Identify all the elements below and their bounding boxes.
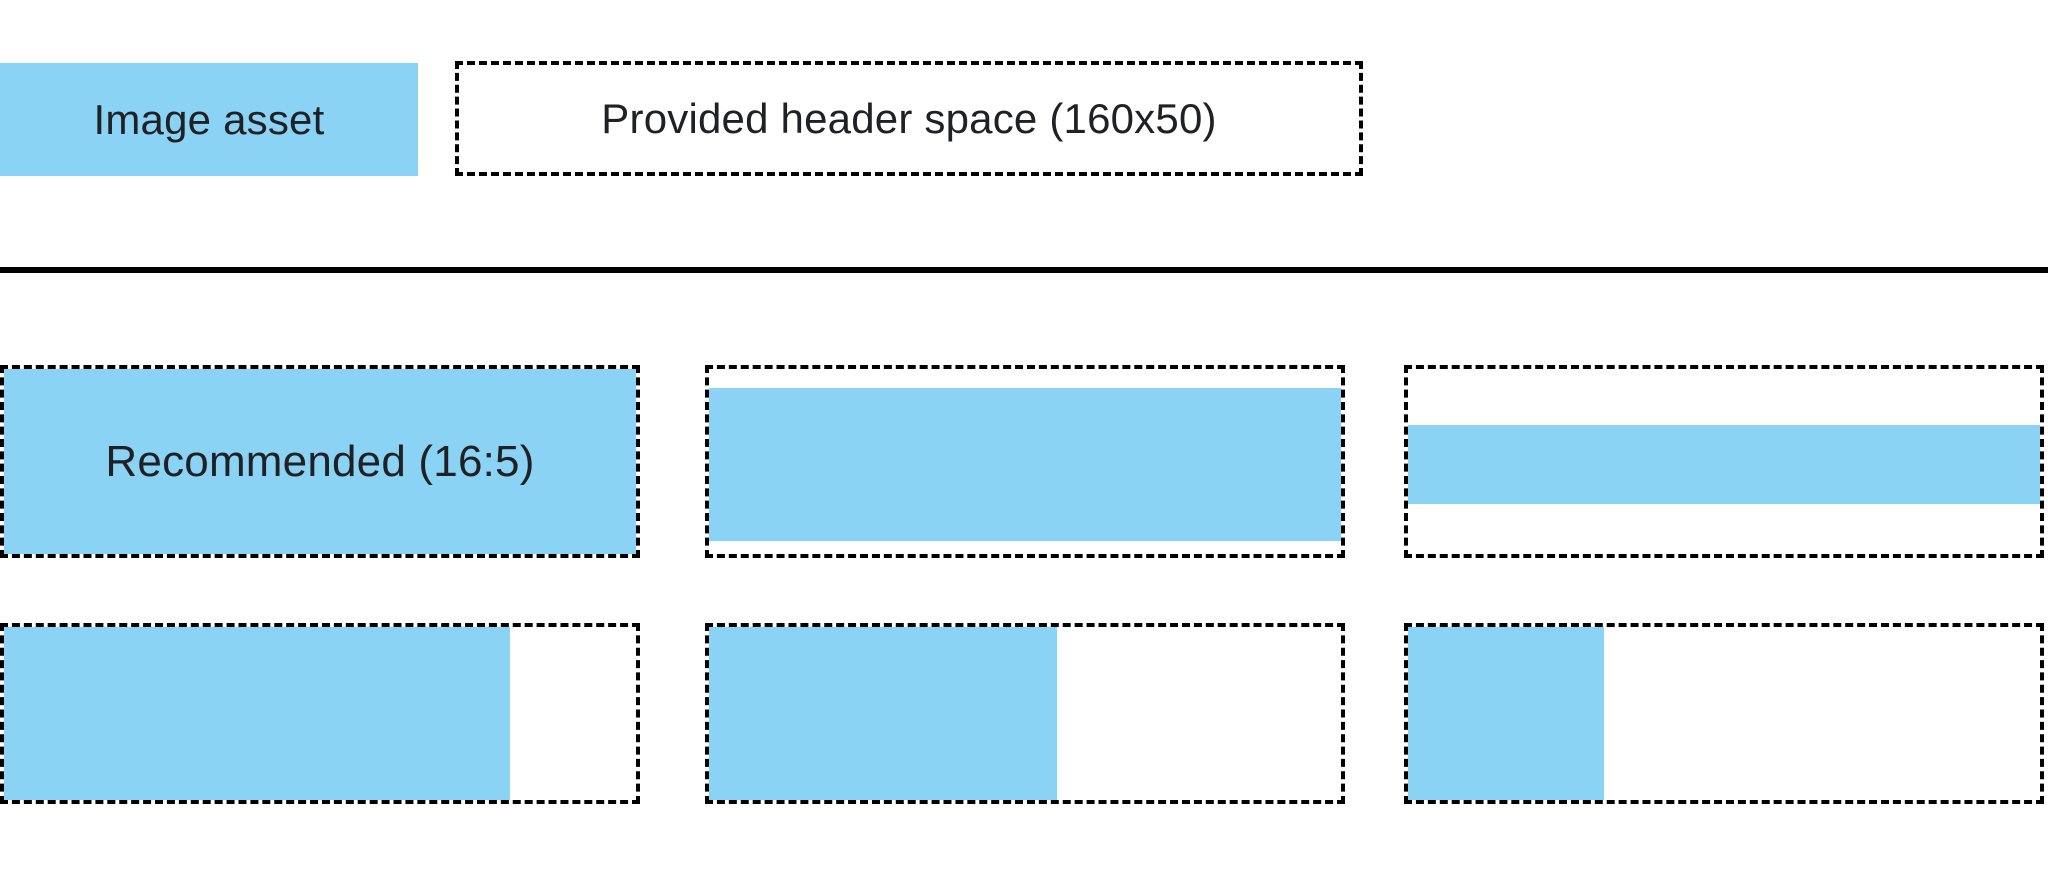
example-cell-width-31 xyxy=(1404,623,2044,804)
recommended-label: Recommended (16:5) xyxy=(105,436,535,486)
provided-header-space-label: Provided header space (160x50) xyxy=(601,94,1217,142)
example-cell-wide-tall xyxy=(705,365,1345,558)
image-asset-fill xyxy=(4,369,636,554)
image-asset-fill xyxy=(1408,627,1604,800)
example-cell-width-80 xyxy=(0,623,640,804)
image-asset-swatch: Image asset xyxy=(0,63,418,176)
example-cell-wide-short xyxy=(1404,365,2044,558)
example-cell-recommended: Recommended (16:5) xyxy=(0,365,640,558)
example-cell-width-55 xyxy=(705,623,1345,804)
image-asset-label: Image asset xyxy=(93,95,325,143)
provided-header-space-box: Provided header space (160x50) xyxy=(455,61,1363,176)
image-asset-fill xyxy=(4,627,510,800)
section-divider xyxy=(0,267,2048,273)
image-asset-fill xyxy=(709,387,1341,542)
image-asset-fill xyxy=(709,627,1057,800)
image-asset-fill xyxy=(1408,424,2040,505)
